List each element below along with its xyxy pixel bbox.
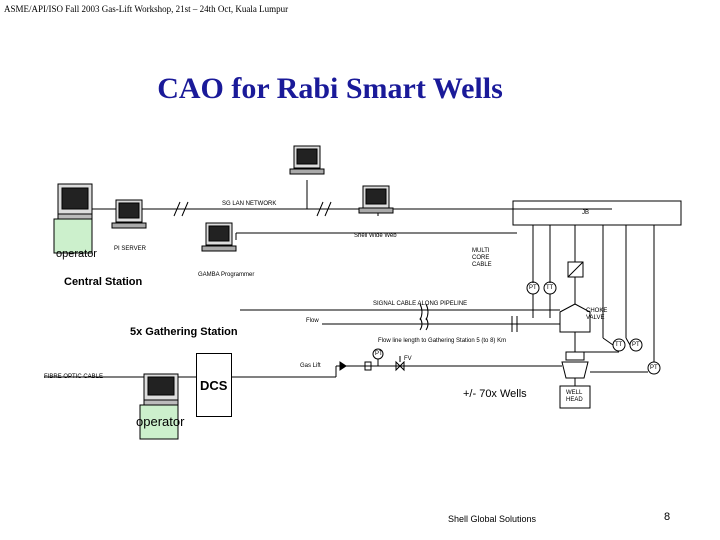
- pi-server-label: PI SERVER: [114, 246, 146, 252]
- pt-top-tag: PT: [529, 285, 537, 291]
- gas-lift-orifice: [364, 361, 372, 371]
- jb-label: JB: [582, 210, 590, 216]
- tt-right-feed: [602, 337, 614, 346]
- pt-right-feed: [625, 337, 631, 346]
- gathering-station-label: 5x Gathering Station: [130, 326, 238, 338]
- lan-break-mark: [173, 201, 181, 217]
- pt-wellhead-tag: PT: [650, 365, 658, 371]
- dcs-label: DCS: [200, 378, 228, 393]
- wells-count-label: +/- 70x Wells: [463, 388, 527, 400]
- wellhead-flange: [565, 351, 585, 361]
- pipeline-break: [419, 317, 429, 331]
- pt-gaslift-tag: PT: [375, 351, 383, 357]
- wellhead-box: [559, 385, 591, 409]
- choke-valve-label: CHOKE VALVE: [586, 308, 608, 321]
- tt-top-tag: TT: [546, 285, 554, 291]
- sg-lan-label: SG LAN NETWORK: [222, 201, 277, 207]
- fv-gaslift-valve: [395, 360, 405, 372]
- shell-wide-web-label: Shell Wide Web: [354, 233, 397, 239]
- well-head-label: WELL HEAD: [566, 390, 583, 403]
- dcs-cabinet: [196, 353, 232, 417]
- fv-gaslift-tag: FV: [404, 356, 412, 362]
- gas-lift-arrow: [339, 361, 347, 371]
- signal-cable-label: SIGNAL CABLE ALONG PIPELINE: [373, 301, 468, 307]
- operator-label-top: operator: [56, 248, 97, 260]
- multi-core-cable-label: MULTI CORE CABLE: [472, 248, 492, 268]
- operator-label-bottom: operator: [136, 414, 185, 429]
- workshop-header: ASME/API/ISO Fall 2003 Gas-Lift Workshop…: [4, 4, 289, 14]
- pt-right-tag: PT: [632, 342, 640, 348]
- gamba-programmer-label: GAMBA Programmer: [198, 272, 255, 278]
- lan-break-mark: [324, 201, 332, 217]
- footer-company: Shell Global Solutions: [448, 514, 537, 524]
- lan-break-mark: [316, 201, 324, 217]
- choke-actuator-diag: [567, 261, 584, 278]
- gas-lift-label: Gas Lift: [300, 363, 321, 369]
- jb-box: [512, 200, 682, 226]
- flow-line-length-label: Flow line length to Gathering Station 5 …: [378, 338, 507, 344]
- page-title: CAO for Rabi Smart Wells: [157, 72, 503, 105]
- choke-valve-body: [559, 303, 591, 333]
- flow-label: Flow: [306, 318, 319, 324]
- page-number: 8: [664, 511, 671, 523]
- pt-wellhead-circle: [647, 361, 661, 375]
- central-station-label: Central Station: [64, 276, 143, 288]
- tt-right-tag: TT: [615, 342, 623, 348]
- lan-break-mark: [181, 201, 189, 217]
- fibre-optic-cable-label: FIBRE OPTIC CABLE: [44, 374, 104, 380]
- wellhead-valve: [561, 361, 589, 379]
